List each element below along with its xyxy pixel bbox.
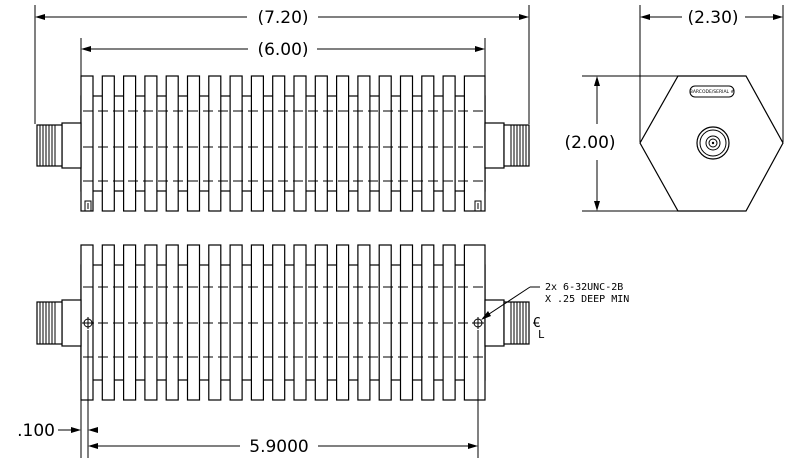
edge-offset-label: .100 [17,421,55,441]
top-fin [293,75,307,212]
bottom-view: 2x 6-32UNC-2B X .25 DEEP MIN C L .100 5.… [17,244,629,458]
right-connector-top [484,122,530,169]
mounting-hole-left [82,317,94,329]
top-fin [80,75,94,212]
left-connector-top [36,122,82,169]
hole-spacing-dimension: 5.9000 [88,330,479,458]
top-fin [208,75,222,212]
top-fin [442,75,456,212]
fin-centerlines-top [83,110,483,182]
top-fin [186,75,201,212]
overall-length-label: (7.20) [257,8,308,28]
heatsink-fins-top [80,75,486,212]
centerline-symbol: C L [533,316,545,341]
top-fin [314,75,328,212]
top-fin [101,75,115,212]
hex-width-dimension: (2.30) [639,5,784,142]
top-fin [122,75,137,212]
connector-face [696,126,730,160]
hex-height-label: (2.00) [564,133,615,153]
hex-height-dimension: (2.00) [564,75,678,212]
top-fin [336,75,350,212]
top-fin [144,75,158,212]
overall-length-dimension: (7.20) [34,5,530,124]
top-fin [357,75,371,212]
hole-spacing-label: 5.9000 [249,437,308,457]
label-plate-text: BARCODE/SERIAL # [690,89,735,95]
top-fin [165,75,179,212]
right-connector-bottom [484,299,530,347]
mounting-hole-right [472,317,484,329]
centerline-l: L [538,328,545,341]
top-view: (7.20) (6.00) [34,5,530,212]
label-plate: BARCODE/SERIAL # [689,85,735,98]
top-fin [399,75,414,212]
foot-marks [84,200,482,211]
top-fin [229,75,243,212]
end-view: (2.30) (2.00) BARCODE/SERIAL # [564,5,784,212]
edge-offset-dimension: .100 [17,330,98,458]
centerline-c: C [533,316,541,331]
fin-centerlines-bottom [83,286,539,358]
top-fin [378,75,392,212]
top-fin [272,75,286,212]
top-fin [463,75,486,212]
hole-callout-line1: 2x 6-32UNC-2B [545,282,623,293]
left-connector-bottom [36,299,82,347]
top-fin [250,75,264,212]
hex-width-label: (2.30) [687,8,738,28]
body-length-dimension: (6.00) [80,38,486,76]
hole-callout-leader [481,286,540,320]
body-length-label: (6.00) [257,40,308,60]
hole-callout-line2: X .25 DEEP MIN [545,294,629,305]
top-fin [421,75,435,212]
hex-body [639,75,784,212]
